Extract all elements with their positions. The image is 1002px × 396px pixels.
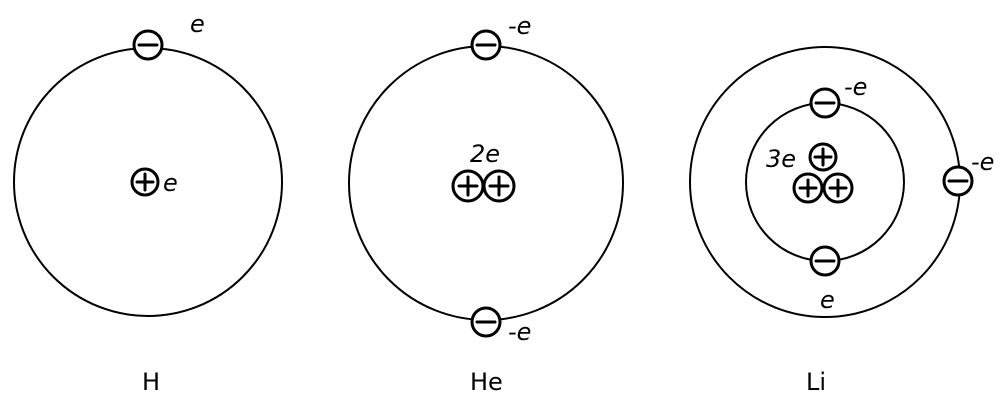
lithium-electron-charge: -e <box>971 148 994 176</box>
hydrogen-proton-icon <box>130 167 160 197</box>
hydrogen-nucleus-charge: e <box>163 169 178 197</box>
helium-electron-icon <box>470 306 502 338</box>
helium-atom: 2e -e -e He <box>348 12 624 396</box>
lithium-electron-charge: e <box>820 286 835 314</box>
lithium-symbol: Li <box>806 368 826 396</box>
lithium-proton-icon <box>808 142 838 172</box>
helium-electron-icon <box>470 29 502 61</box>
helium-electron-charge: -e <box>508 318 531 346</box>
helium-nucleus-charge: 2e <box>470 140 500 168</box>
hydrogen-atom: e e H <box>13 10 283 396</box>
lithium-proton-icon <box>822 172 854 204</box>
hydrogen-electron-charge: e <box>190 10 205 38</box>
hydrogen-symbol: H <box>142 368 160 396</box>
helium-electron-charge: -e <box>508 12 531 40</box>
lithium-nucleus-charge: 3e <box>766 145 796 173</box>
helium-proton-icon <box>482 169 516 203</box>
lithium-electron-charge: -e <box>844 73 867 101</box>
lithium-electron-icon <box>809 245 841 277</box>
lithium-atom: 3e -e e -e Li <box>689 46 994 396</box>
helium-symbol: He <box>470 368 503 396</box>
helium-proton-icon <box>451 169 485 203</box>
lithium-electron-icon <box>942 165 974 197</box>
hydrogen-electron-icon <box>132 29 164 61</box>
lithium-electron-icon <box>809 87 841 119</box>
lithium-proton-icon <box>792 172 824 204</box>
